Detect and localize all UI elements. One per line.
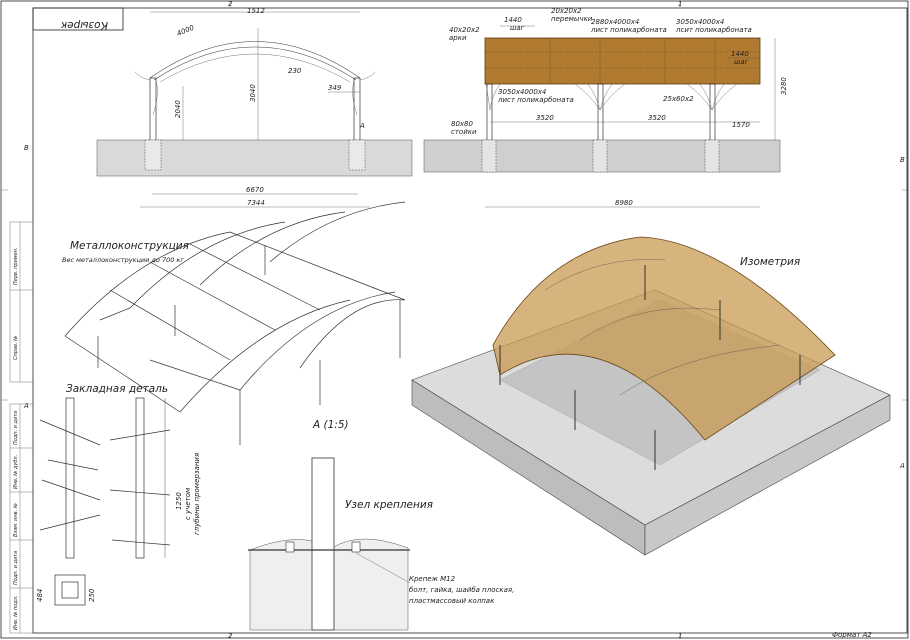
side-label-arch: 40х20х2 — [449, 26, 480, 34]
metal-structure — [64, 201, 406, 445]
title-mirrored: Козырек — [60, 19, 108, 31]
side-label-sheet3-sub: лист поликарбоната — [497, 96, 574, 104]
side-label-posts: 80х80 — [451, 120, 474, 128]
side-dim-span1: 3520 — [536, 114, 554, 122]
iso-title: Изометрия — [740, 256, 800, 268]
border-mark-left-a: A — [23, 402, 29, 410]
format-label: Формат А2 — [832, 631, 872, 639]
stamp-label-6: Подп. и дата — [13, 551, 19, 585]
border-mark-bottom-2: 2 — [228, 632, 233, 640]
node-fastener-line1: болт, гайка, шайба плоская, — [409, 586, 514, 594]
front-dim-post: 349 — [328, 84, 342, 92]
side-dim-3280: 3280 — [780, 77, 788, 95]
side-label-sheet1-sub: лист поликарбоната — [590, 26, 667, 34]
side-label-sheet1: 2880х4000х4 — [591, 18, 639, 26]
isometric-view — [411, 236, 891, 556]
border-mark-top-1: 1 — [678, 0, 682, 8]
embed-dim-note2: глубины промерзания — [193, 453, 201, 535]
side-dim-total: 8980 — [615, 199, 633, 207]
front-dim-inner: 6670 — [246, 186, 264, 194]
front-dim-arc: 4000 — [176, 24, 196, 38]
embed-dim-plate: 250 — [88, 588, 96, 602]
border-mark-right-a: A — [899, 462, 905, 470]
embed-title: Закладная деталь — [66, 383, 168, 395]
front-view — [96, 11, 413, 208]
embed-detail — [39, 397, 171, 606]
side-dim-1440b: 1440 — [731, 50, 749, 58]
side-dim-1440a: 1440 — [504, 16, 522, 24]
metal-subtitle: Вес металлоконструкции до 700 кг — [62, 256, 184, 264]
side-label-jumpers-sub: перемычки — [551, 15, 593, 23]
border-mark-left-b: B — [24, 144, 29, 152]
detail-callout: А (1:5) — [312, 419, 349, 431]
node-detail — [248, 457, 411, 631]
front-dim-top: 1512 — [247, 7, 265, 15]
side-view — [423, 25, 781, 208]
node-fastener: Крепеж М12 — [409, 575, 456, 583]
side-label-step2: шаг — [734, 58, 749, 66]
side-roof — [484, 37, 761, 85]
front-dim-h-side: 2040 — [174, 100, 182, 118]
embed-dim-note1: с учетом — [184, 487, 192, 520]
metal-title: Металлоконструкция — [70, 240, 189, 252]
front-callout-a: A — [359, 122, 365, 130]
node-title: Узел крепления — [345, 499, 433, 511]
side-label-arch-sub: арки — [449, 34, 467, 42]
side-label-sheet2: 3050х4000х4 — [676, 18, 724, 26]
border-mark-bottom-1: 1 — [678, 632, 682, 640]
side-label-jumpers: 20х20х2 — [551, 7, 582, 15]
side-label-pipe: 25х60х2 — [663, 95, 694, 103]
embed-dim-w: 484 — [36, 589, 44, 602]
stamp-label-7: Инв. № подл. — [13, 596, 19, 631]
side-stamp — [9, 221, 34, 634]
embed-dim-len: 1250 — [175, 492, 183, 510]
side-label-step: шаг — [510, 24, 525, 32]
side-label-sheet2-sub: лсит поликарбоната — [675, 26, 752, 34]
stamp-label-3: Подп. и дата — [13, 411, 19, 445]
node-fastener-line2: пластмассовый колпак — [409, 597, 495, 605]
front-dim-outer: 7344 — [247, 199, 265, 207]
front-dim-gap: 230 — [288, 67, 302, 75]
stamp-label-2: Справ. № — [13, 336, 19, 360]
border-mark-top-2: 2 — [228, 0, 233, 8]
stamp-label-4: Инв. № дубл. — [13, 455, 19, 489]
side-dim-span2: 3520 — [648, 114, 666, 122]
side-dim-end: 1570 — [732, 121, 750, 129]
side-label-posts-sub: стойки — [451, 128, 477, 136]
border-mark-right-b: B — [900, 156, 905, 164]
stamp-label-1: Перв. примен. — [13, 247, 19, 285]
front-dim-h-total: 3040 — [249, 84, 257, 102]
iso-roof — [492, 236, 836, 441]
stamp-label-5: Взам. инв. № — [13, 503, 19, 537]
side-label-sheet3: 3050х4000х4 — [498, 88, 546, 96]
title-box — [32, 7, 124, 31]
